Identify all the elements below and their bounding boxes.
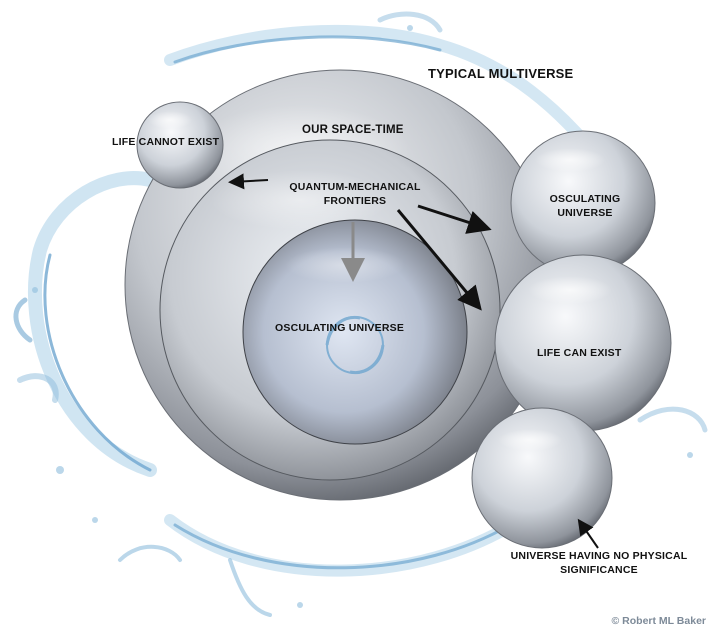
inner-water-swirl <box>325 315 385 375</box>
label-osculating-universe-right: OSCULATING UNIVERSE <box>540 192 630 220</box>
sphere-no-physical-significance <box>471 407 613 549</box>
label-osculating-line1: OSCULATING <box>549 193 621 205</box>
arrow-to-osculating-universe-right <box>417 204 492 234</box>
label-quantum-frontiers-line1: QUANTUM-MECHANICAL <box>289 181 421 193</box>
arrow-to-life-can-exist <box>396 209 482 311</box>
water-splash <box>13 11 708 617</box>
label-our-space-time: OUR SPACE-TIME <box>302 124 404 136</box>
label-quantum-frontiers: QUANTUM-MECHANICAL FRONTIERS <box>270 180 440 208</box>
label-no-physical-line1: UNIVERSE HAVING NO PHYSICAL <box>510 550 688 562</box>
label-no-physical-line2: SIGNIFICANCE <box>560 564 638 576</box>
label-osculating-line2: UNIVERSE <box>557 207 613 219</box>
label-no-physical-significance: UNIVERSE HAVING NO PHYSICAL SIGNIFICANCE <box>488 549 710 577</box>
label-life-cannot-exist: LIFE CANNOT EXIST <box>112 136 220 148</box>
label-life-can-exist: LIFE CAN EXIST <box>537 347 622 359</box>
copyright-credit: © Robert ML Baker <box>611 615 706 627</box>
arrow-to-life-cannot-exist <box>228 173 269 190</box>
label-osculating-universe-inner: OSCULATING UNIVERSE <box>275 322 405 334</box>
label-quantum-frontiers-line2: FRONTIERS <box>323 195 387 207</box>
label-typical-multiverse: TYPICAL MULTIVERSE <box>428 66 574 81</box>
arrow-to-no-physical-significance <box>577 518 599 549</box>
